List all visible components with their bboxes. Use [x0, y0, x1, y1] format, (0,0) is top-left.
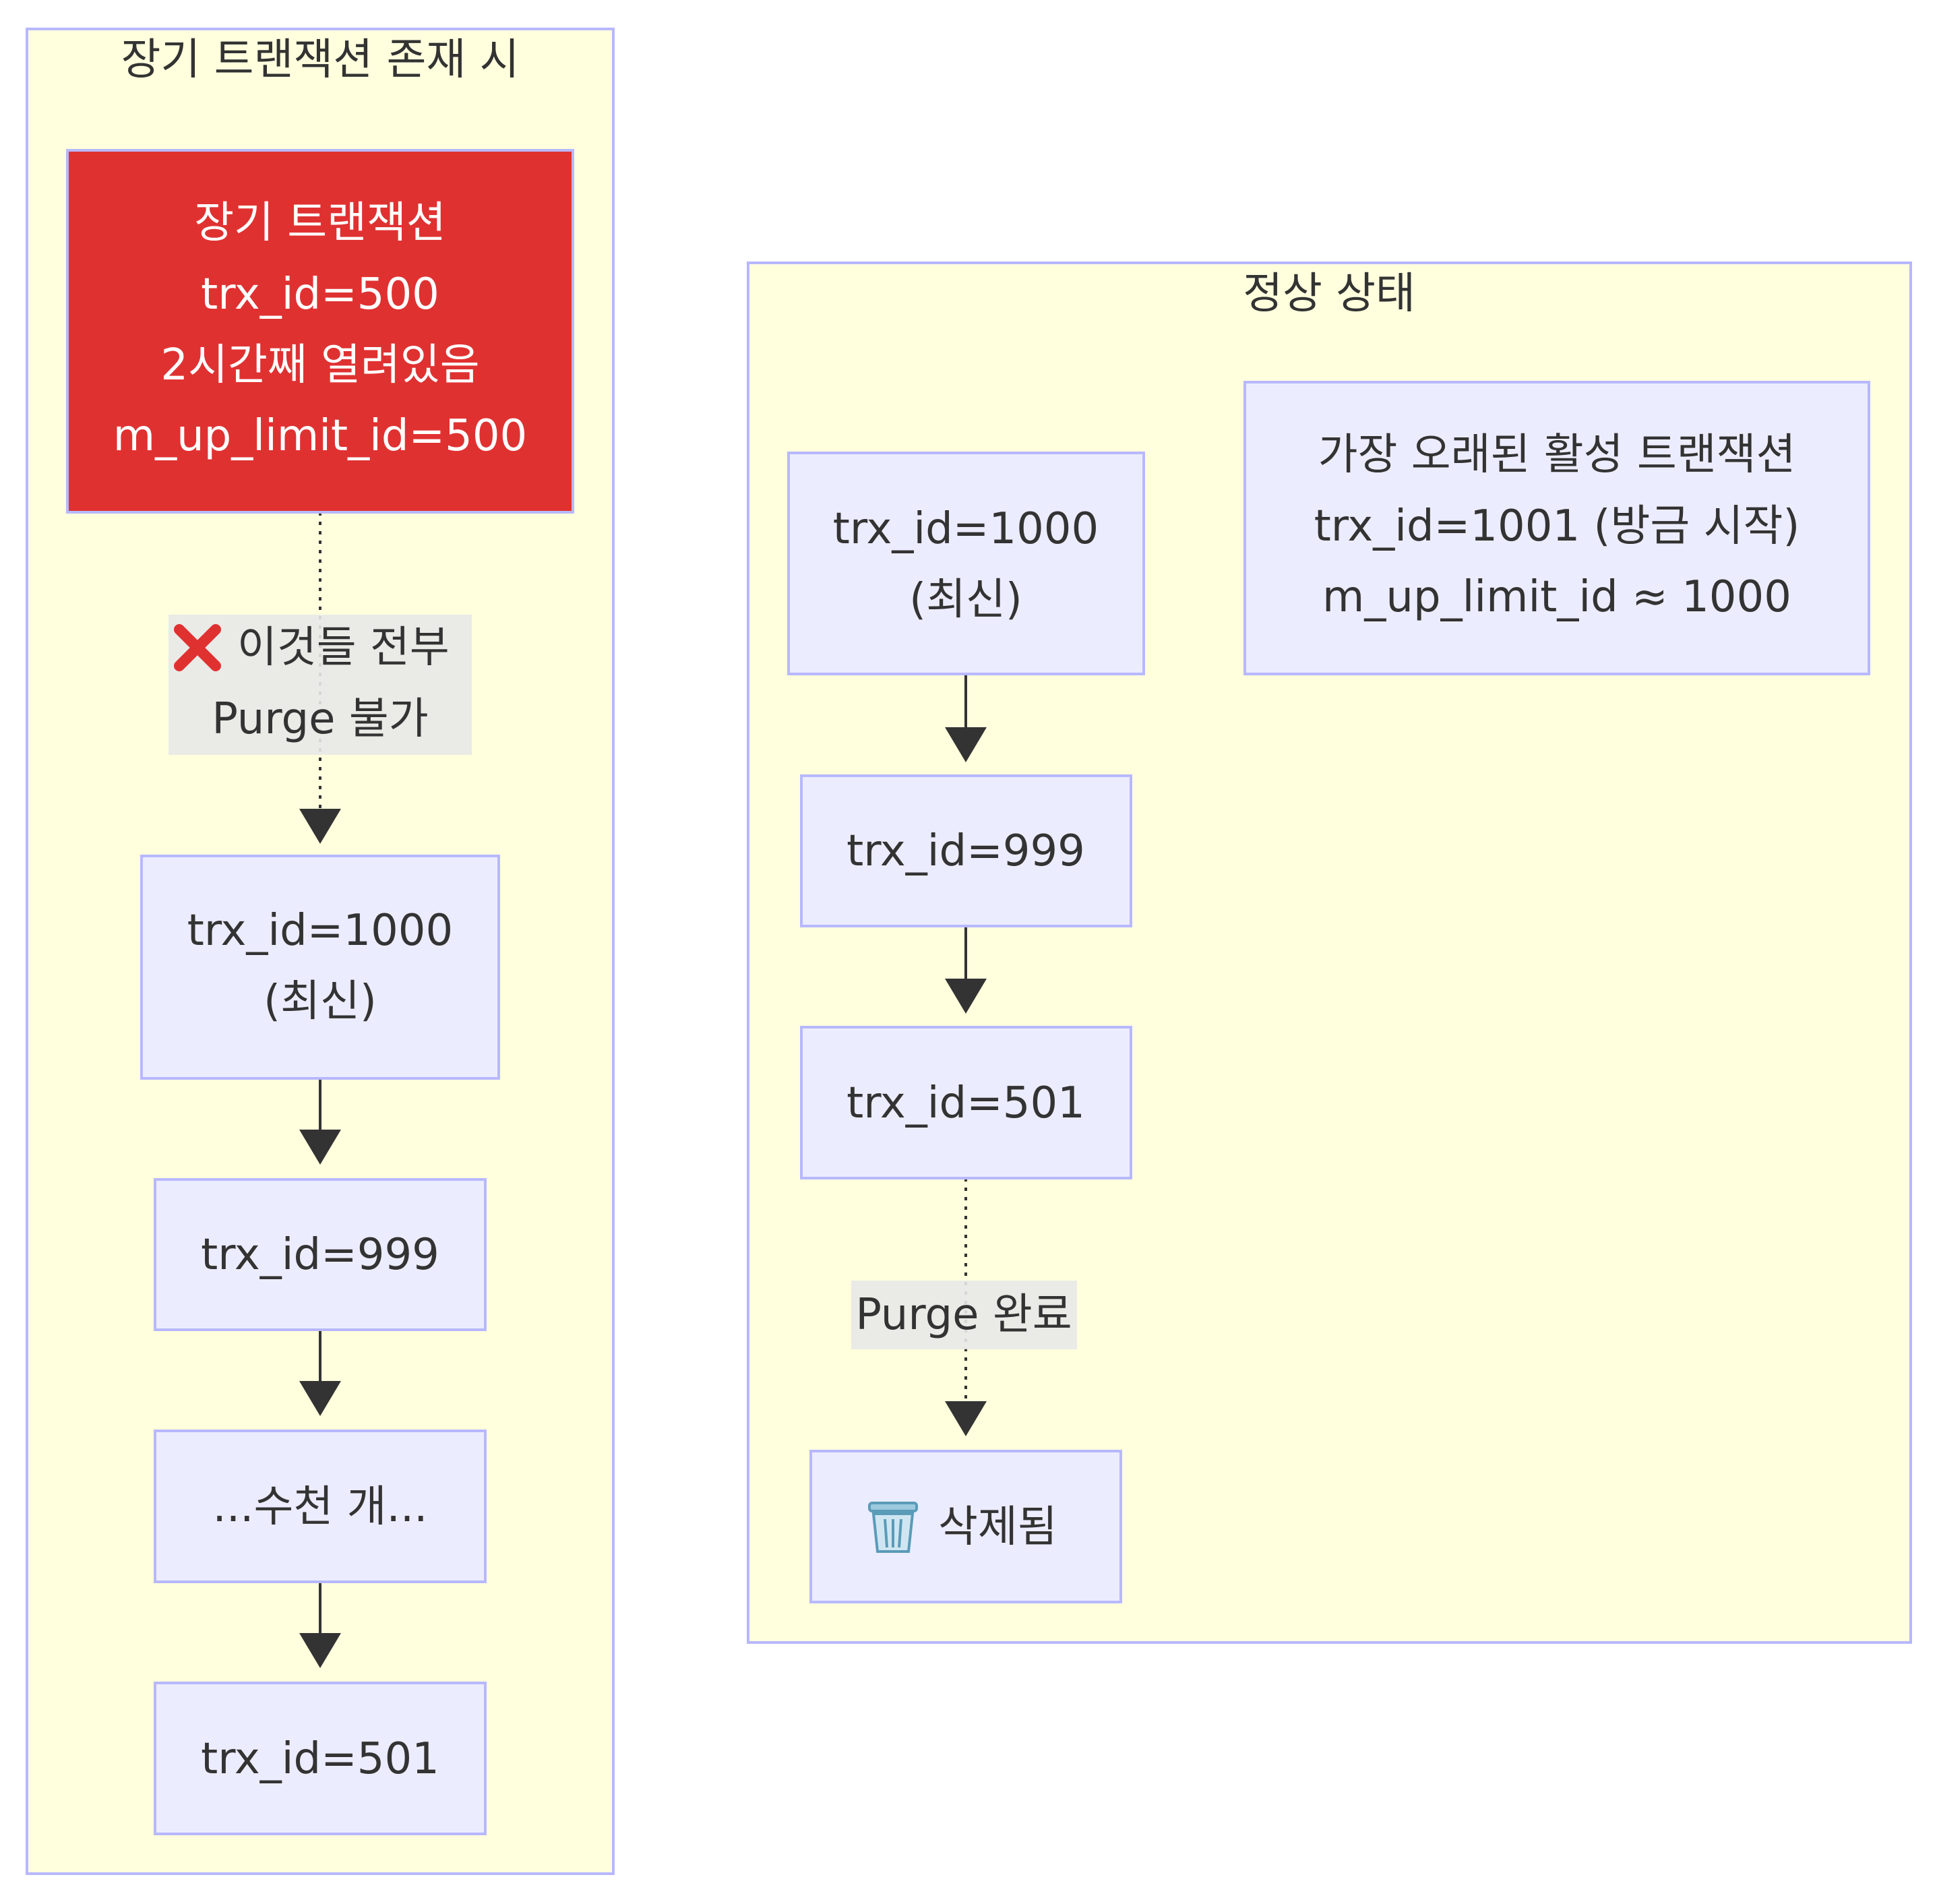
edge-label-background [168, 615, 472, 755]
node-box [809, 1450, 1122, 1603]
cross-mark-icon [174, 624, 221, 671]
node-right-trx-1000: trx_id=1000 (최신) [787, 452, 1145, 675]
cluster-long-transaction-title: 장기 트랜잭션 존재 시 [121, 35, 520, 85]
node-long-transaction-line3: 2시간째 열려있음 [160, 340, 479, 390]
edge-label-background [851, 1281, 1077, 1349]
node-line1: ...수천 개... [212, 1482, 427, 1532]
edge-label-line2: Purge 불가 [212, 694, 428, 744]
node-line1: trx_id=999 [201, 1230, 439, 1280]
node-line1: trx_id=999 [847, 826, 1085, 876]
node-line1: trx_id=501 [201, 1734, 439, 1784]
edge-999-to-thousands [299, 1330, 341, 1416]
node-line1: trx_id=1000 [187, 906, 453, 956]
node-left-trx-1000: trx_id=1000 (최신) [140, 855, 500, 1080]
arrow-head [945, 979, 987, 1014]
edge-right-501-to-deleted: Purge 완료 [851, 1178, 1077, 1436]
arrow-head [299, 1381, 341, 1416]
node-box [140, 855, 500, 1080]
node-left-trx-999: trx_id=999 [154, 1178, 487, 1331]
edge-thousands-to-501 [299, 1582, 341, 1668]
node-box [787, 452, 1145, 675]
node-box [154, 1178, 487, 1331]
node-line2: (최신) [909, 575, 1022, 625]
node-box [1243, 381, 1870, 675]
arrow-head [299, 1633, 341, 1668]
arrow-head [299, 1130, 341, 1165]
node-long-transaction: 장기 트랜잭션 trx_id=500 2시간째 열려있음 m_up_limit_… [66, 149, 574, 514]
node-box [800, 1026, 1132, 1179]
edge-label-line1: 이것들 전부 [237, 623, 450, 673]
trash-can-icon [868, 1502, 918, 1553]
arrow-head [945, 1401, 987, 1436]
node-line1: trx_id=501 [847, 1078, 1085, 1128]
node-box [154, 1430, 487, 1583]
arrow-head [945, 727, 987, 762]
node-line2: trx_id=1001 (방금 시작) [1314, 501, 1800, 551]
node-long-transaction-line2: trx_id=500 [201, 270, 439, 319]
node-line3: m_up_limit_id ≈ 1000 [1322, 572, 1791, 622]
node-left-trx-501: trx_id=501 [154, 1682, 487, 1835]
cluster-normal-state-title: 정상 상태 [1243, 269, 1415, 319]
node-box [154, 1682, 487, 1835]
node-line1: trx_id=1000 [833, 504, 1099, 554]
node-long-transaction-line1: 장기 트랜잭션 [194, 198, 446, 248]
node-line1: 가장 오래된 활성 트랜잭션 [1318, 430, 1796, 480]
node-long-transaction-line4: m_up_limit_id=500 [113, 411, 528, 461]
node-oldest-active-transaction: 가장 오래된 활성 트랜잭션 trx_id=1001 (방금 시작) m_up_… [1243, 381, 1870, 675]
node-deleted-label: 삭제됨 [938, 1502, 1057, 1552]
node-deleted: 삭제됨 [809, 1450, 1122, 1603]
node-box [800, 774, 1132, 927]
edge-latest-to-999 [299, 1078, 341, 1165]
edge-right-latest-to-999 [945, 674, 987, 762]
node-line2: (최신) [264, 977, 377, 1026]
edge-right-999-to-501 [945, 926, 987, 1014]
arrow-head [299, 809, 341, 844]
edge-label: Purge 완료 [855, 1290, 1072, 1340]
edge-long-trx-to-latest: 이것들 전부 Purge 불가 [168, 512, 472, 844]
node-right-trx-999: trx_id=999 [800, 774, 1132, 927]
node-long-transaction-box [66, 149, 574, 514]
node-left-thousands: ...수천 개... [154, 1430, 487, 1583]
node-right-trx-501: trx_id=501 [800, 1026, 1132, 1179]
